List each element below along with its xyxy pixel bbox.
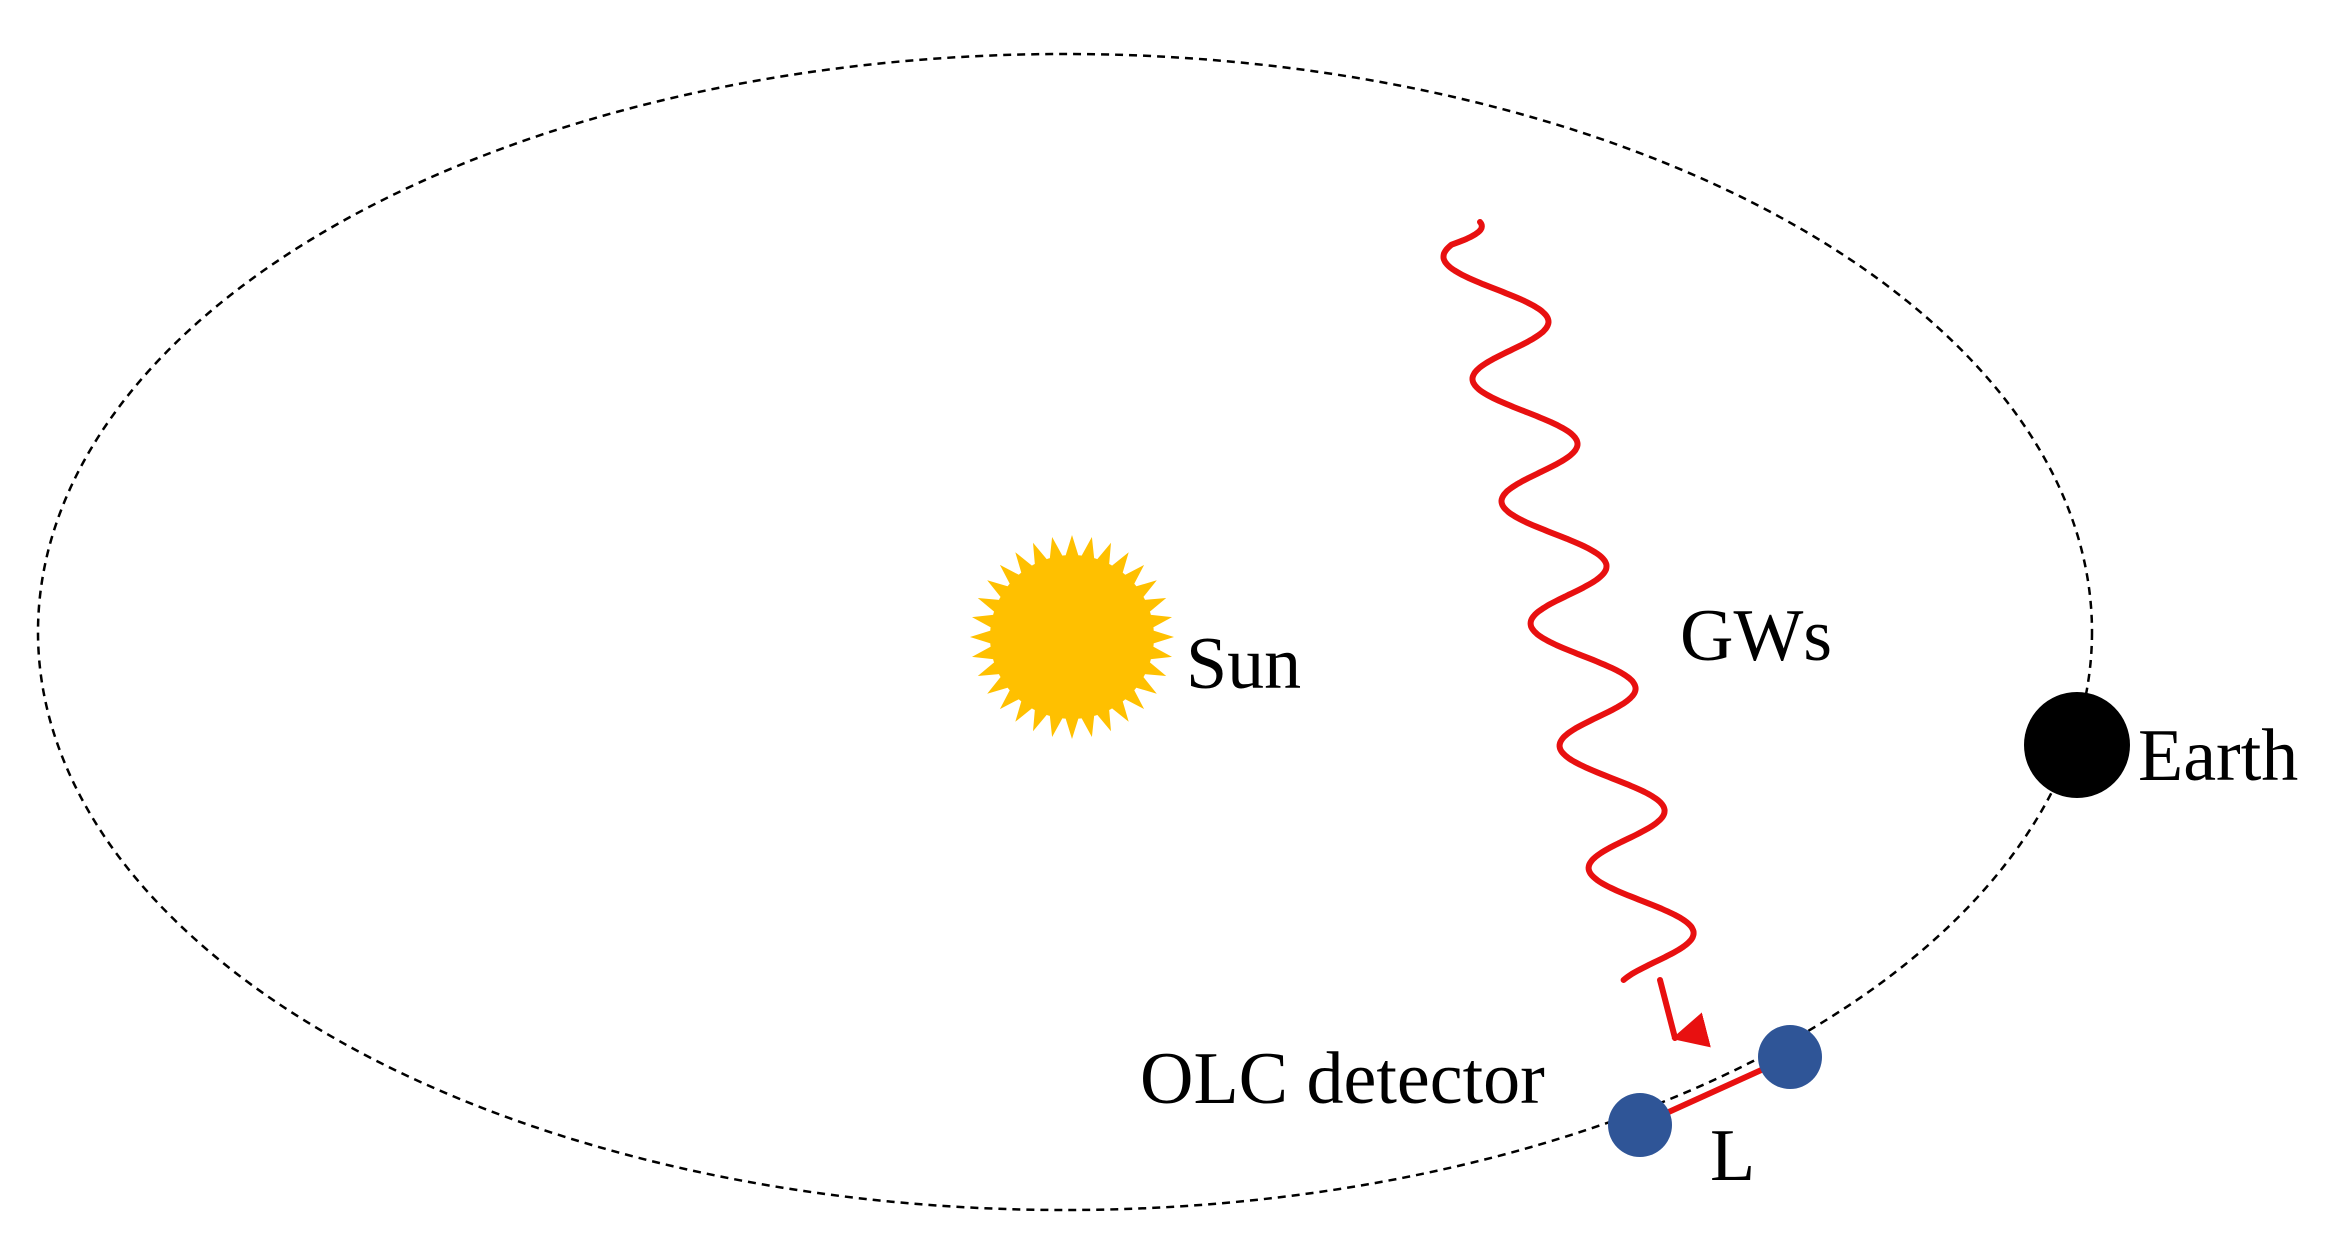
satellite-icon xyxy=(1758,1025,1822,1089)
baseline-label: L xyxy=(1710,1115,1755,1197)
gravitational-wave-arrow-tail xyxy=(1657,977,1711,1048)
satellite-icon xyxy=(1608,1093,1672,1157)
sun-icon xyxy=(970,535,1174,739)
gws-label: GWs xyxy=(1680,595,1832,677)
sun-label: Sun xyxy=(1186,623,1301,705)
earth-orbit xyxy=(36,52,2094,1212)
earth-label: Earth xyxy=(2138,715,2298,797)
earth-icon xyxy=(2024,692,2130,798)
sun-disk xyxy=(990,555,1154,719)
detector-label: OLC detector xyxy=(1140,1038,1545,1120)
gravitational-wave-arrow xyxy=(1440,219,1697,983)
